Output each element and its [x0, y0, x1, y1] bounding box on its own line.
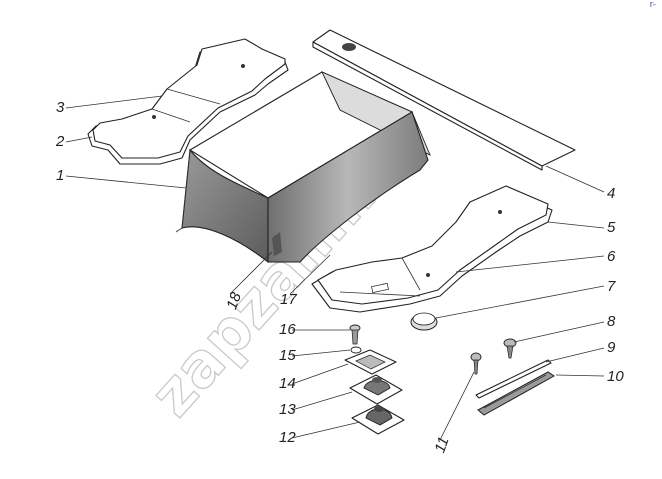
callout-9: 9 — [607, 339, 616, 356]
leader-lines — [65, 95, 605, 441]
part-11-screw — [470, 352, 482, 375]
callout-11: 11 — [431, 435, 452, 455]
corner-mark: r- — [649, 0, 656, 10]
part-15-washer — [350, 346, 362, 354]
part-12-boot-base — [351, 404, 405, 435]
part-5-6-right-mat — [311, 185, 553, 313]
part-1-hood — [175, 71, 431, 264]
part-13-boot — [349, 374, 403, 405]
part-7-plug — [410, 312, 438, 331]
part-2-3-left-mat — [87, 38, 289, 165]
callout-17: 17 — [280, 291, 297, 308]
callout-2: 2 — [55, 133, 65, 150]
callout-3: 3 — [56, 99, 65, 116]
callout-15: 15 — [279, 347, 296, 364]
callout-6: 6 — [607, 248, 616, 265]
callout-labels: 1 2 3 4 5 6 7 8 9 10 11 12 13 14 15 16 1… — [55, 99, 624, 455]
callout-1: 1 — [56, 167, 64, 184]
hood-bracket — [272, 232, 282, 256]
callout-8: 8 — [607, 313, 616, 330]
part-4-strip — [312, 29, 576, 171]
part-8-screw — [503, 338, 517, 359]
callout-13: 13 — [279, 401, 296, 418]
callout-7: 7 — [607, 278, 616, 295]
callout-4: 4 — [607, 185, 615, 202]
callout-10: 10 — [607, 368, 624, 385]
part-16-bolt — [349, 324, 361, 345]
part-9-strip — [475, 359, 552, 399]
callout-16: 16 — [279, 321, 296, 338]
strip-hole — [342, 43, 356, 51]
callout-18: 18 — [223, 290, 245, 312]
callout-14: 14 — [279, 375, 296, 392]
callout-5: 5 — [607, 219, 616, 236]
part-14-frame — [344, 349, 397, 375]
callout-12: 12 — [279, 429, 296, 446]
part-10-rail — [477, 371, 555, 416]
